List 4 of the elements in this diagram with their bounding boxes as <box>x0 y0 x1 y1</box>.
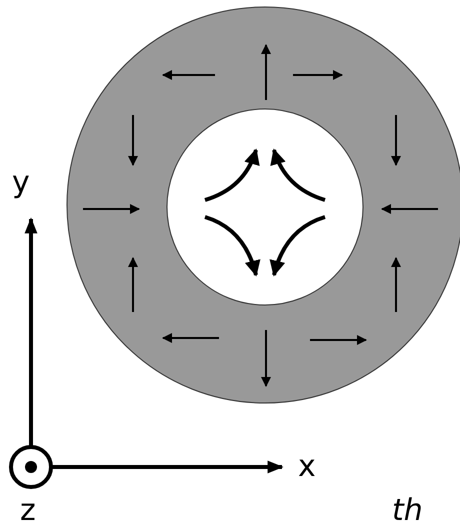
z-axis-label: z <box>20 496 36 526</box>
x-axis-label: x <box>298 452 316 482</box>
y-axis-label: y <box>12 168 30 198</box>
cut-off-text: th <box>392 496 423 526</box>
